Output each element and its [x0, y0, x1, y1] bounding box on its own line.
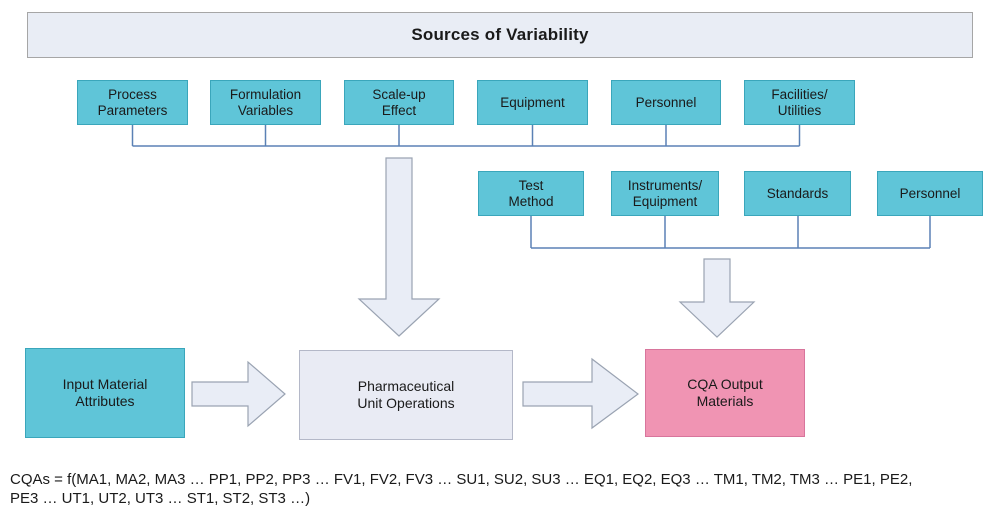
source-box-label: Test Method — [508, 177, 554, 209]
down-arrow-small-icon — [678, 258, 756, 338]
source-box-label: Standards — [766, 185, 829, 201]
source-box-label: Facilities/ Utilities — [771, 86, 828, 118]
down-arrow-large-icon — [357, 157, 441, 337]
source-box-instruments-equipment: Instruments/ Equipment — [611, 171, 719, 216]
source-box-label: Personnel — [899, 185, 961, 201]
source-box-standards: Standards — [744, 171, 851, 216]
source-box-process-parameters: Process Parameters — [77, 80, 188, 125]
measurement-sources-bracket — [530, 216, 931, 249]
flow-box-cqa-output-materials: CQA Output Materials — [645, 349, 805, 437]
right-arrow-output-icon — [522, 357, 640, 430]
source-box-personnel-2: Personnel — [877, 171, 983, 216]
source-box-label: Instruments/ Equipment — [627, 177, 703, 209]
source-box-formulation-variables: Formulation Variables — [210, 80, 321, 125]
source-box-label: Process Parameters — [97, 86, 168, 118]
source-box-scale-up-effect: Scale-up Effect — [344, 80, 454, 125]
flow-box-label: Input Material Attributes — [62, 376, 148, 409]
source-box-personnel: Personnel — [611, 80, 721, 125]
cqa-formula: CQAs = f(MA1, MA2, MA3 … PP1, PP2, PP3 …… — [10, 470, 995, 508]
source-box-facilities-utilities: Facilities/ Utilities — [744, 80, 855, 125]
process-sources-bracket — [131, 125, 801, 147]
cqa-formula-line2: PE3 … UT1, UT2, UT3 … ST1, ST2, ST3 …) — [10, 490, 311, 507]
diagram-title: Sources of Variability — [411, 25, 589, 44]
source-box-equipment: Equipment — [477, 80, 588, 125]
source-box-test-method: Test Method — [478, 171, 584, 216]
source-box-label: Scale-up Effect — [372, 86, 426, 118]
diagram-title-banner: Sources of Variability — [27, 12, 973, 58]
flow-box-pharmaceutical-unit-operations: Pharmaceutical Unit Operations — [299, 350, 513, 440]
right-arrow-input-icon — [191, 360, 286, 428]
flow-box-input-material-attributes: Input Material Attributes — [25, 348, 185, 438]
cqa-formula-line1: CQAs = f(MA1, MA2, MA3 … PP1, PP2, PP3 …… — [10, 471, 913, 488]
source-box-label: Personnel — [635, 94, 697, 110]
source-box-label: Equipment — [500, 94, 565, 110]
flow-box-label: CQA Output Materials — [687, 376, 763, 409]
source-box-label: Formulation Variables — [229, 86, 302, 118]
flow-box-label: Pharmaceutical Unit Operations — [357, 378, 455, 411]
